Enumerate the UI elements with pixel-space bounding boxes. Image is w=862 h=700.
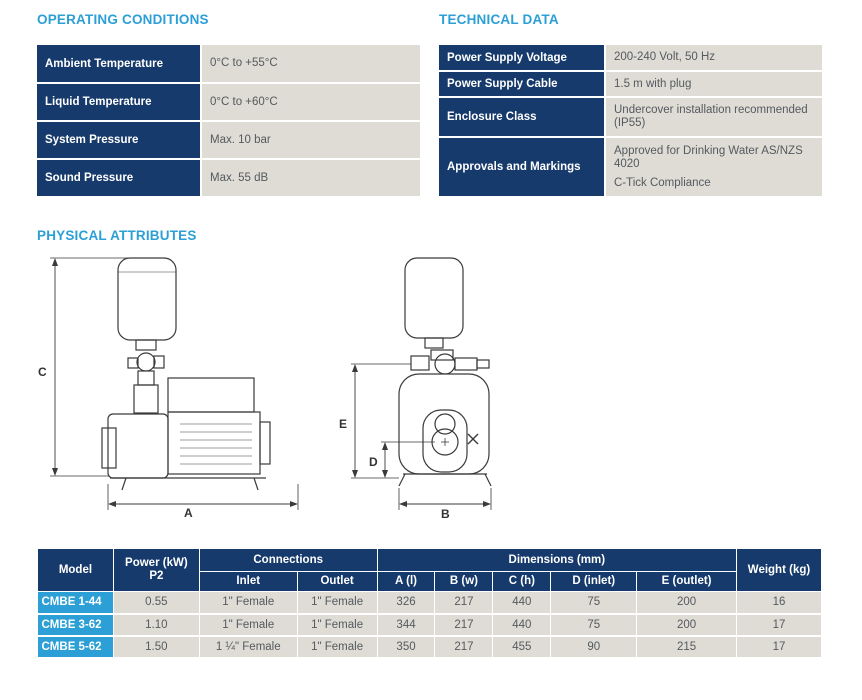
cell-c: 440 <box>492 613 552 637</box>
cell-model: CMBE 5-62 <box>37 635 114 659</box>
header-power: Power (kW) P2 <box>112 548 200 592</box>
cell-model: CMBE 3-62 <box>37 613 114 637</box>
cell-b: 217 <box>434 635 494 659</box>
table-row: CMBE 3-62 1.10 1" Female 1" Female 344 2… <box>37 613 822 637</box>
cell-d: 75 <box>550 591 638 615</box>
table-row: Enclosure Class Undercover installation … <box>439 97 822 138</box>
row-label: Power Supply Voltage <box>439 45 606 72</box>
table-row: Approvals and Markings Approved for Drin… <box>439 137 822 198</box>
cell-e: 200 <box>636 613 738 637</box>
header-e: E (outlet) <box>636 571 738 592</box>
subheader-row: Inlet Outlet A (l) B (w) C (h) D (inlet)… <box>38 571 822 592</box>
table-row: System Pressure Max. 10 bar <box>37 121 420 160</box>
pump-side-view-diagram: C A <box>38 257 299 520</box>
header-a: A (l) <box>376 571 436 592</box>
header-c: C (h) <box>492 571 552 592</box>
header-dimensions: Dimensions (mm) <box>376 548 738 572</box>
row-value: Approved for Drinking Water AS/NZS 4020 … <box>605 137 822 198</box>
technical-data-table: Power Supply Voltage 200-240 Volt, 50 Hz… <box>439 45 822 198</box>
row-value: 200-240 Volt, 50 Hz <box>605 45 822 72</box>
cell-b: 217 <box>434 613 494 637</box>
cell-d: 75 <box>550 613 638 637</box>
cell-a: 344 <box>377 613 436 637</box>
header-weight: Weight (kg) <box>736 548 822 592</box>
cell-a: 326 <box>377 591 436 615</box>
table-row: CMBE 5-62 1.50 1 ¼" Female 1" Female 350… <box>37 635 822 659</box>
row-value: Max. 10 bar <box>201 121 420 160</box>
row-value: Undercover installation recommended (IP5… <box>605 97 822 138</box>
row-label: Ambient Temperature <box>37 45 202 84</box>
dimensions-table: Model Power (kW) P2 Connections Dimensio… <box>37 548 822 659</box>
cell-e: 215 <box>636 635 738 659</box>
cell-c: 440 <box>492 591 552 615</box>
row-value: 1.5 m with plug <box>605 71 822 98</box>
header-inlet: Inlet <box>198 571 298 592</box>
cell-c: 455 <box>492 635 552 659</box>
row-value: 0°C to +60°C <box>201 83 420 122</box>
cell-power: 1.10 <box>113 613 200 637</box>
approvals-text: Approved for Drinking Water AS/NZS 4020 <box>614 144 803 170</box>
table-row: Power Supply Voltage 200-240 Volt, 50 Hz <box>439 45 822 72</box>
table-row: Liquid Temperature 0°C to +60°C <box>37 83 420 122</box>
row-label: System Pressure <box>37 121 202 160</box>
row-label: Enclosure Class <box>439 97 606 138</box>
header-connections: Connections <box>198 548 378 572</box>
row-value: Max. 55 dB <box>201 159 420 198</box>
table-row: Ambient Temperature 0°C to +55°C <box>37 45 420 84</box>
cell-e: 200 <box>636 591 738 615</box>
table-row: Sound Pressure Max. 55 dB <box>37 159 420 198</box>
cell-power: 0.55 <box>113 591 200 615</box>
cell-inlet: 1" Female <box>199 591 298 615</box>
header-row: Model Power (kW) P2 Connections Dimensio… <box>37 548 822 592</box>
cell-b: 217 <box>434 591 494 615</box>
header-model: Model <box>37 548 114 592</box>
pump-front-view-diagram: E D B <box>339 257 492 521</box>
row-label: Sound Pressure <box>37 159 202 198</box>
row-label: Liquid Temperature <box>37 83 202 122</box>
header-outlet: Outlet <box>296 571 378 592</box>
cell-d: 90 <box>550 635 638 659</box>
dimension-label-d: D <box>369 455 378 469</box>
row-label: Approvals and Markings <box>439 137 606 198</box>
cell-weight: 17 <box>736 613 822 637</box>
row-label: Power Supply Cable <box>439 71 606 98</box>
physical-attributes-title: PHYSICAL ATTRIBUTES <box>37 228 197 243</box>
cell-weight: 16 <box>736 591 822 615</box>
table-row: CMBE 1-44 0.55 1" Female 1" Female 326 2… <box>37 591 822 615</box>
dimension-label-a: A <box>184 506 193 520</box>
cell-outlet: 1" Female <box>297 613 378 637</box>
table-row: Power Supply Cable 1.5 m with plug <box>439 71 822 98</box>
cell-inlet: 1 ¼" Female <box>199 635 298 659</box>
dimension-label-b: B <box>441 507 450 521</box>
operating-conditions-table: Ambient Temperature 0°C to +55°C Liquid … <box>37 45 420 198</box>
cell-inlet: 1" Female <box>199 613 298 637</box>
cell-power: 1.50 <box>113 635 200 659</box>
dimension-label-c: C <box>38 365 47 379</box>
compliance-text: C-Tick Compliance <box>614 176 711 189</box>
header-b: B (w) <box>434 571 494 592</box>
cell-outlet: 1" Female <box>297 591 378 615</box>
cell-outlet: 1" Female <box>297 635 378 659</box>
cell-weight: 17 <box>736 635 822 659</box>
row-value: 0°C to +55°C <box>201 45 420 84</box>
cell-model: CMBE 1-44 <box>37 591 114 615</box>
dimension-label-e: E <box>339 417 347 431</box>
header-d: D (inlet) <box>550 571 638 592</box>
operating-conditions-title: OPERATING CONDITIONS <box>37 12 209 27</box>
technical-data-title: TECHNICAL DATA <box>439 12 559 27</box>
cell-a: 350 <box>377 635 436 659</box>
